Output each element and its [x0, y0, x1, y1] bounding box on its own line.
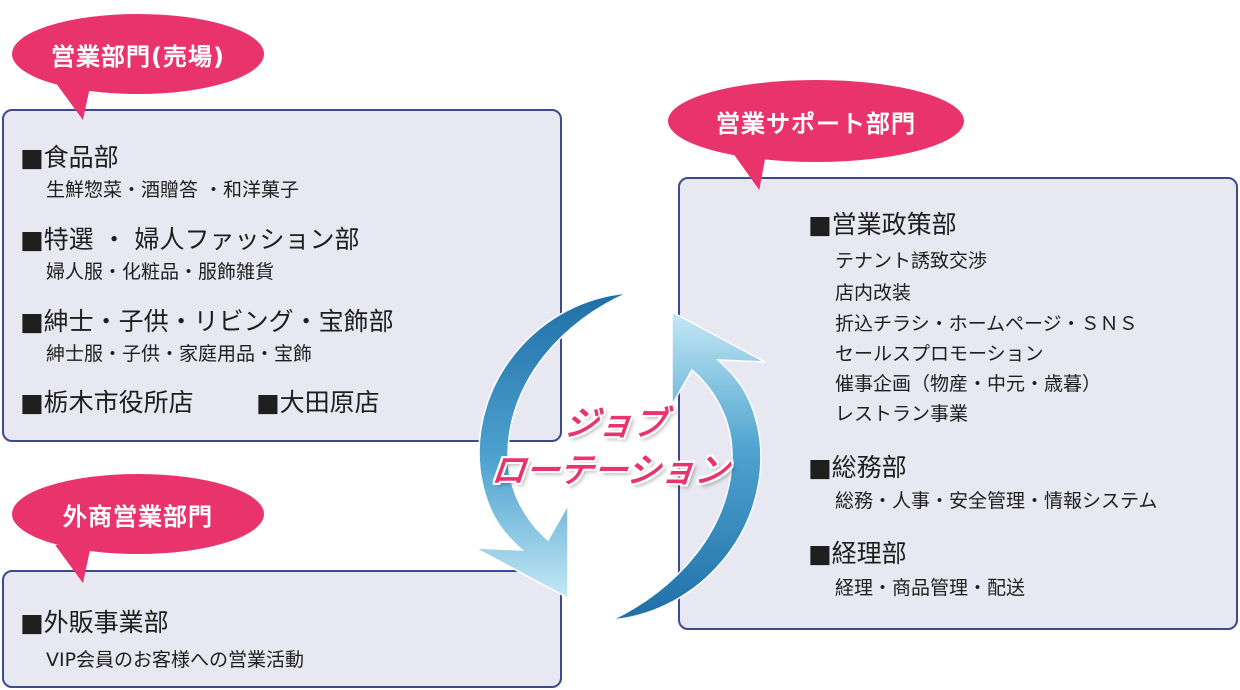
policy-item: 店内改装	[835, 282, 912, 304]
dept-outside-sales: ■外販事業部	[20, 608, 169, 637]
dept-food-detail: 生鮮惣菜・酒贈答 ・和洋菓子	[46, 179, 300, 201]
rotation-arrow-left	[474, 292, 629, 600]
dept-mens-kids-living-detail: 紳士服・子供・家庭用品・宝飾	[46, 343, 313, 365]
policy-item: テナント誘致交渉	[835, 250, 988, 272]
dept-fashion-detail: 婦人服・化粧品・服飾雑貨	[46, 261, 275, 283]
dept-mens-kids-living: ■紳士・子供・リビング・宝飾部	[20, 307, 394, 336]
job-rotation-label-line2: ローテーション	[489, 451, 732, 491]
external-division-panel	[2, 570, 562, 688]
rotation-arrow-right	[611, 310, 766, 621]
job-rotation-label-line1: ジョブ	[562, 404, 669, 444]
support-division-title: 営業サポート部門	[668, 80, 964, 162]
external-division-title: 外商営業部門	[12, 474, 264, 554]
store-tochigi: ■栃木市役所店	[20, 388, 194, 417]
dept-sales-policy: ■営業政策部	[808, 210, 957, 239]
dept-outside-sales-detail: VIP会員のお客様への営業活動	[46, 649, 305, 671]
sales-division-title: 営業部門(売場)	[12, 14, 264, 94]
dept-accounting: ■経理部	[808, 539, 907, 568]
policy-item: 折込チラシ・ホームページ・ＳＮＳ	[835, 313, 1138, 335]
store-otawara: ■大田原店	[256, 388, 380, 417]
dept-fashion: ■特選 ・ 婦人ファッション部	[20, 225, 360, 254]
policy-item: 催事企画（物産・中元・歳暮）	[835, 373, 1102, 395]
dept-general-affairs-detail: 総務・人事・安全管理・情報システム	[835, 490, 1158, 512]
dept-accounting-detail: 経理・商品管理・配送	[835, 577, 1026, 599]
policy-item: レストラン事業	[835, 403, 969, 425]
policy-item: セールスプロモーション	[835, 343, 1044, 365]
sales-division-panel	[2, 109, 562, 442]
dept-general-affairs: ■総務部	[808, 453, 907, 482]
support-division-panel	[678, 177, 1238, 630]
dept-food: ■食品部	[20, 143, 119, 172]
